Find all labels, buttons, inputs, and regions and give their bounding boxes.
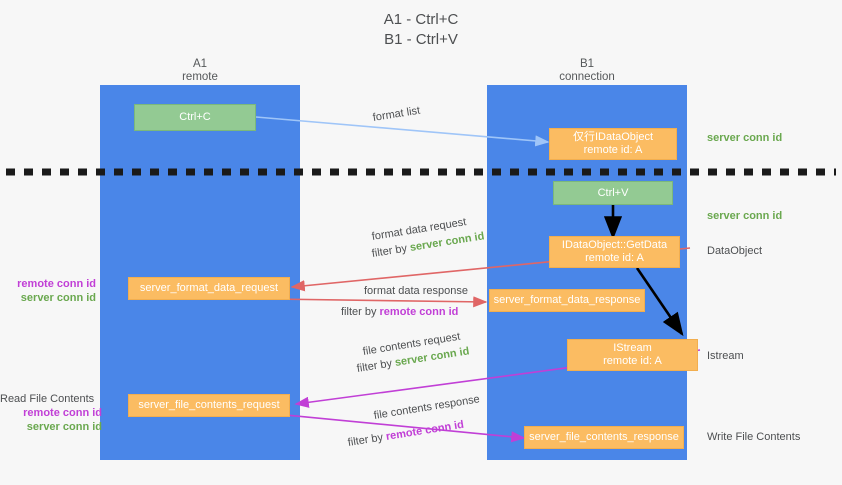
box-server-file-contents-request-label: server_file_contents_request xyxy=(138,399,280,411)
left-server-conn-id-2: server conn id xyxy=(26,421,102,433)
filter-by-text-1: filter by xyxy=(370,242,408,260)
side-label-conn-id-stack-top: remote conn id server conn id xyxy=(0,277,96,305)
filter-by-text-4: filter by xyxy=(346,431,384,449)
label-file-contents-response: file contents response xyxy=(373,393,481,423)
lane-header-a1-name: A1 xyxy=(192,58,208,70)
box-getdata-line2: remote id: A xyxy=(585,252,644,264)
label-filter-by-remote-conn-id-1: filter by remote conn id xyxy=(341,306,458,319)
side-label-istream: Istream xyxy=(707,350,744,362)
box-server-format-data-request-label: server_format_data_request xyxy=(139,282,279,294)
box-istream-line1: IStream xyxy=(613,342,652,354)
label-format-data-response-text: format data response xyxy=(364,285,468,297)
lane-header-a1: A1 remote xyxy=(100,58,300,84)
page-title-line1: A1 - Ctrl+C xyxy=(383,11,459,28)
label-file-contents-response-text: file contents response xyxy=(372,393,481,422)
box-server-file-contents-response-label: server_file_contents_response xyxy=(529,431,679,443)
box-idataobject-line1: 仅行IDataObject xyxy=(572,131,654,143)
label-format-list: format list xyxy=(371,104,421,124)
box-server-format-data-response[interactable]: server_format_data_response xyxy=(489,289,645,312)
box-getdata[interactable]: IDataObject::GetData remote id: A xyxy=(549,236,680,268)
remote-conn-id-text-1: remote conn id xyxy=(379,306,459,318)
side-label-server-conn-id-top: server conn id xyxy=(707,132,783,144)
box-server-file-contents-response[interactable]: server_file_contents_response xyxy=(524,426,684,449)
side-label-write-file-contents: Write File Contents xyxy=(707,431,801,443)
box-ctrl-c-label: Ctrl+C xyxy=(179,111,211,123)
left-remote-conn-id-1: remote conn id xyxy=(17,278,96,290)
filter-by-text-2: filter by xyxy=(341,306,377,318)
box-ctrl-v[interactable]: Ctrl+V xyxy=(553,181,673,205)
side-label-dataobject: DataObject xyxy=(707,245,763,257)
side-label-server-conn-id-mid: server conn id xyxy=(707,210,783,222)
side-label-read-file-contents-group: Read File Contents remote conn id server… xyxy=(0,392,102,434)
lane-header-a1-sub: remote xyxy=(182,71,218,83)
left-remote-conn-id-2: remote conn id xyxy=(23,407,102,419)
box-istream[interactable]: IStream remote id: A xyxy=(567,339,698,371)
label-filter-by-remote-conn-id-2: filter by remote conn id xyxy=(347,419,465,450)
lane-header-b1: B1 connection xyxy=(487,58,687,84)
box-server-file-contents-request[interactable]: server_file_contents_request xyxy=(128,394,290,417)
page-title-line2: B1 - Ctrl+V xyxy=(384,31,458,48)
box-ctrl-c[interactable]: Ctrl+C xyxy=(134,104,256,131)
left-server-conn-id-1: server conn id xyxy=(20,292,96,304)
box-getdata-line1: IDataObject::GetData xyxy=(561,239,668,251)
filter-by-text-3: filter by xyxy=(355,357,393,375)
box-istream-line2: remote id: A xyxy=(603,355,662,367)
label-format-data-response: format data response xyxy=(364,285,468,298)
lane-header-b1-sub: connection xyxy=(559,71,615,83)
box-server-format-data-response-label: server_format_data_response xyxy=(493,294,641,306)
side-label-read-file-contents: Read File Contents xyxy=(0,393,95,405)
lane-header-b1-name: B1 xyxy=(579,58,595,70)
box-ctrl-v-label: Ctrl+V xyxy=(597,186,629,199)
box-idataobject[interactable]: 仅行IDataObject remote id: A xyxy=(549,128,677,160)
box-idataobject-line2: remote id: A xyxy=(583,144,643,156)
box-server-format-data-request[interactable]: server_format_data_request xyxy=(128,277,290,300)
remote-conn-id-text-2: remote conn id xyxy=(385,418,465,443)
